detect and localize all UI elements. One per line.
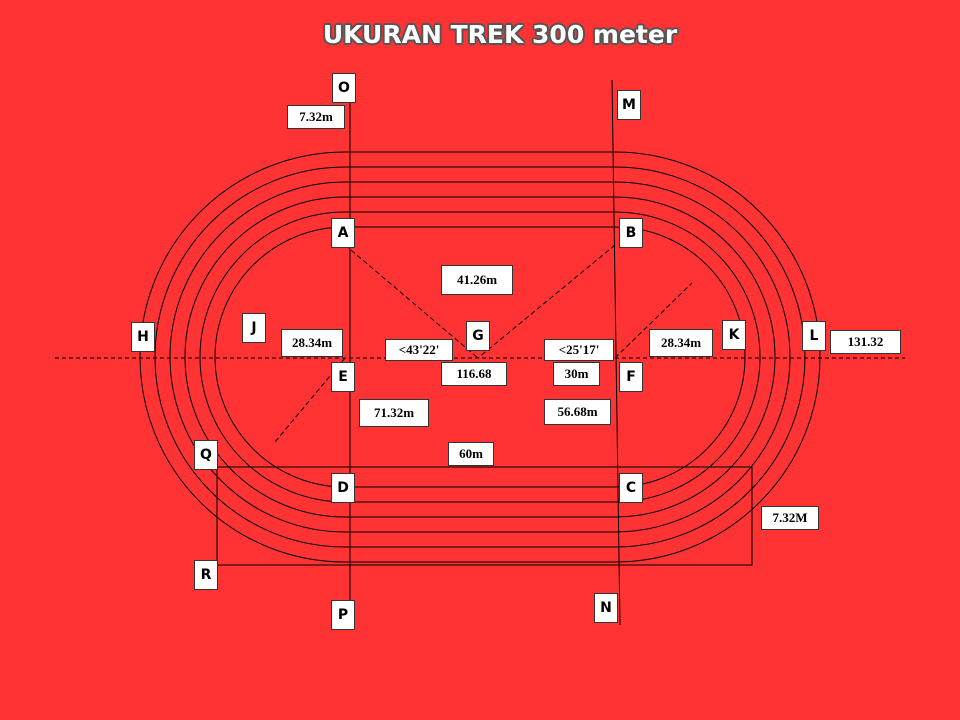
point-label-l: L [802, 321, 826, 351]
point-label-e: E [331, 362, 355, 392]
point-label-c: C [619, 473, 643, 503]
point-label-g: G [466, 321, 490, 351]
measure-angle-right: <25'17' [544, 339, 614, 361]
measure-total: 131.32 [830, 330, 901, 354]
point-label-k: K [722, 320, 746, 350]
measure-eg: 116.68 [441, 362, 507, 386]
measure-gf: 30m [553, 362, 600, 386]
finish-box [216, 466, 753, 566]
point-label-q: Q [194, 440, 218, 470]
point-label-p: P [331, 600, 355, 630]
lane-line-3 [184, 196, 776, 518]
measure-left-radius: 28.34m [281, 329, 343, 357]
point-label-m: M [617, 90, 641, 120]
point-label-a: A [331, 218, 355, 248]
point-label-h: H [131, 322, 155, 352]
lane-line-6 [139, 151, 821, 563]
measure-right-lower: 56.68m [544, 399, 611, 425]
measure-left-lower: 71.32m [359, 399, 429, 427]
point-label-n: N [594, 593, 618, 623]
lane-line-2 [199, 211, 761, 503]
measure-diagonal: 41.26m [441, 265, 513, 295]
measure-right-radius: 28.34m [649, 329, 713, 357]
diagram-title: UKURAN TREK 300 meter [322, 20, 678, 49]
diagonal-a-g [344, 244, 479, 359]
point-label-j: J [242, 313, 266, 343]
measure-lane-top: 7.32m [287, 105, 345, 129]
lane-line-1 [214, 226, 746, 488]
point-label-b: B [619, 218, 643, 248]
point-label-d: D [331, 473, 355, 503]
measure-lane-bottom: 7.32M [761, 506, 819, 530]
vertical-line-mn [611, 79, 621, 626]
diagonal-b-g [477, 244, 616, 359]
point-label-o: O [332, 73, 356, 103]
diagonal-f-k [614, 282, 693, 359]
point-label-f: F [619, 362, 643, 392]
point-label-r: R [194, 560, 218, 590]
lane-line-4 [169, 181, 791, 533]
lane-line-5 [154, 166, 806, 548]
measure-straight: 60m [448, 442, 494, 466]
measure-angle-left: <43'22' [385, 339, 453, 361]
